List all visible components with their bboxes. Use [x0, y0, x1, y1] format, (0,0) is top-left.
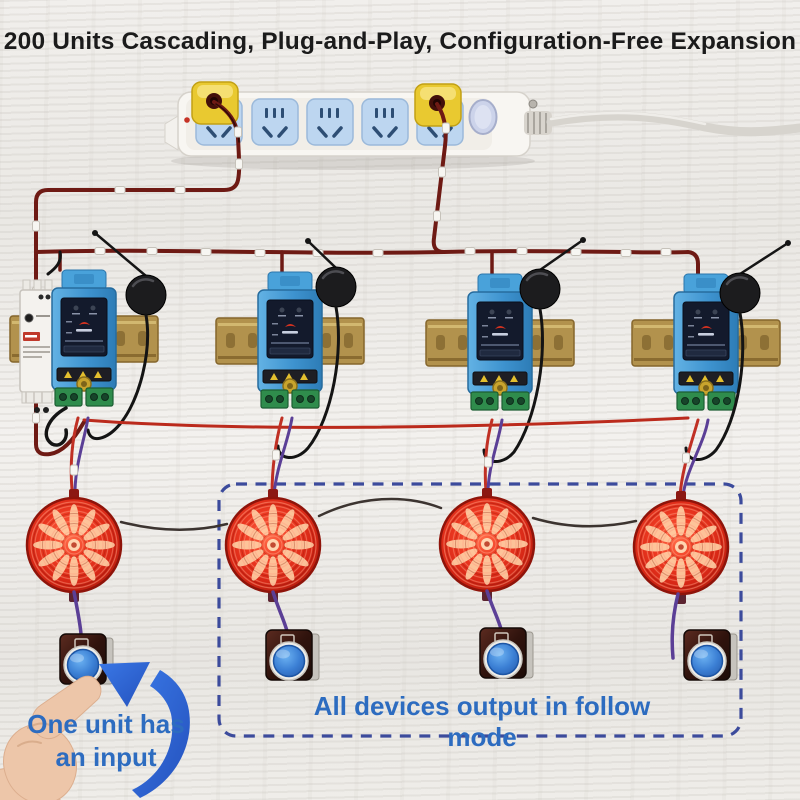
button-wires — [72, 589, 680, 660]
pair-to-siren-2 — [272, 416, 294, 497]
push-button-3 — [479, 627, 534, 679]
cable-ties-lower — [70, 449, 690, 476]
relay-module-2 — [257, 271, 323, 409]
wire-black-loop — [44, 406, 69, 447]
input-callout: One unit has an input — [6, 708, 206, 775]
puck-antenna-2 — [314, 265, 358, 309]
alarm-beacon-1 — [25, 487, 123, 604]
push-button-2 — [265, 629, 320, 681]
din-power-supply — [19, 279, 55, 413]
wire-twist-shadow — [215, 103, 240, 143]
whip-antenna-3 — [580, 237, 586, 243]
wire-left-to-bus — [34, 420, 86, 457]
power-strip-indicator-led — [184, 117, 190, 123]
puck-antenna-3 — [518, 267, 562, 311]
power-button-inner — [474, 105, 492, 129]
pair-to-siren-4 — [681, 418, 710, 498]
puck-antenna-4 — [718, 271, 762, 315]
alarm-beacon-2 — [224, 487, 322, 604]
puck-antenna-1 — [124, 273, 168, 317]
antenna-cable-1 — [86, 313, 150, 440]
dashed-follow-region — [217, 482, 743, 738]
page-title: 200 Units Cascading, Plug-and-Play, Conf… — [3, 28, 797, 55]
alarm-beacon-3 — [438, 486, 536, 603]
pair-to-siren-3 — [486, 418, 504, 495]
power-strip-left-nub — [164, 115, 179, 151]
socket-3 — [305, 97, 355, 147]
socket-2 — [250, 97, 300, 147]
power-cable — [524, 111, 800, 137]
alarm-beacon-4 — [632, 489, 730, 606]
wire-bus-lower — [82, 416, 690, 429]
input-callout-line2: an input — [55, 742, 157, 773]
follow-mode-label: All devices output in follow mode — [313, 691, 651, 752]
power-strip — [164, 81, 800, 170]
wire-module-stubs — [58, 250, 494, 276]
screw — [528, 99, 538, 109]
whip-antenna-2 — [305, 238, 311, 244]
socket-4 — [360, 97, 410, 147]
input-callout-line1: One unit has — [27, 709, 185, 739]
whip-antenna-1 — [92, 230, 98, 236]
push-button-4 — [683, 629, 738, 681]
wire-bus-upper — [34, 248, 700, 278]
relay-module-1 — [51, 269, 117, 407]
curved-arrow — [99, 662, 190, 798]
siren-link-wires — [119, 497, 638, 532]
pointing-hand — [0, 675, 102, 800]
wire-psu-feed — [46, 250, 62, 276]
antenna-cable-2 — [276, 305, 340, 459]
whip-antenna-4 — [785, 240, 791, 246]
